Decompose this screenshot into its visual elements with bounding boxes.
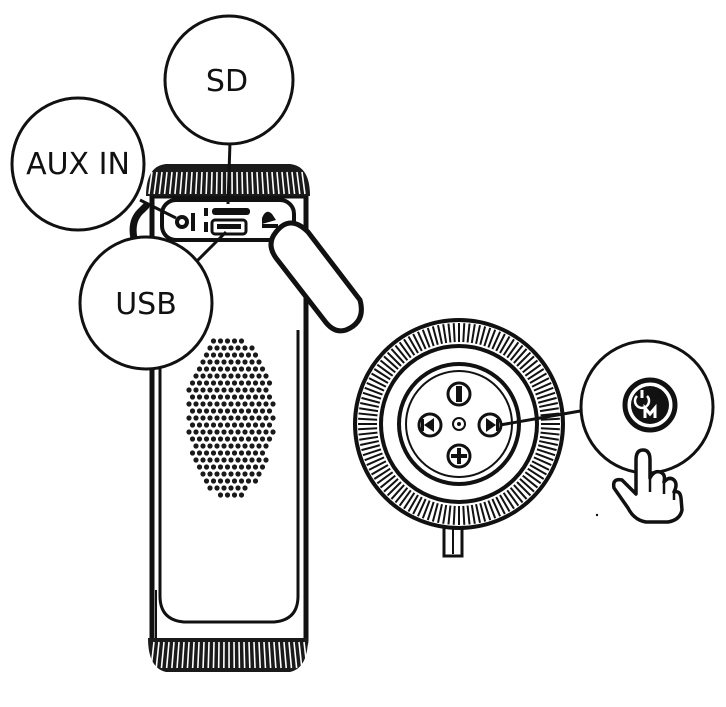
sd-slot-icon [204,208,250,216]
aux-in-label: AUX IN [26,147,130,182]
plus-icon[interactable] [446,443,472,469]
speck [595,513,599,517]
bottom-ring [148,638,308,672]
headphone-jack-icon [175,213,195,231]
speaker-top-view [353,318,587,558]
sd-callout: SD [163,14,295,205]
usb-port-icon [204,218,248,236]
aux-in-callout: AUX IN [10,96,177,232]
power-mode-icon[interactable] [622,377,678,433]
power-mode-callout [579,339,715,524]
pointing-hand-icon [611,448,684,524]
speaker-grille [186,338,276,498]
sd-label: SD [206,64,248,99]
play-pause-icon[interactable] [446,381,472,407]
previous-icon[interactable] [417,412,443,438]
usb-label: USB [115,287,177,322]
usb-callout: USB [78,230,228,371]
port-cover-flap [268,220,364,334]
charge-port-icon [262,211,278,228]
next-icon[interactable] [477,412,503,438]
